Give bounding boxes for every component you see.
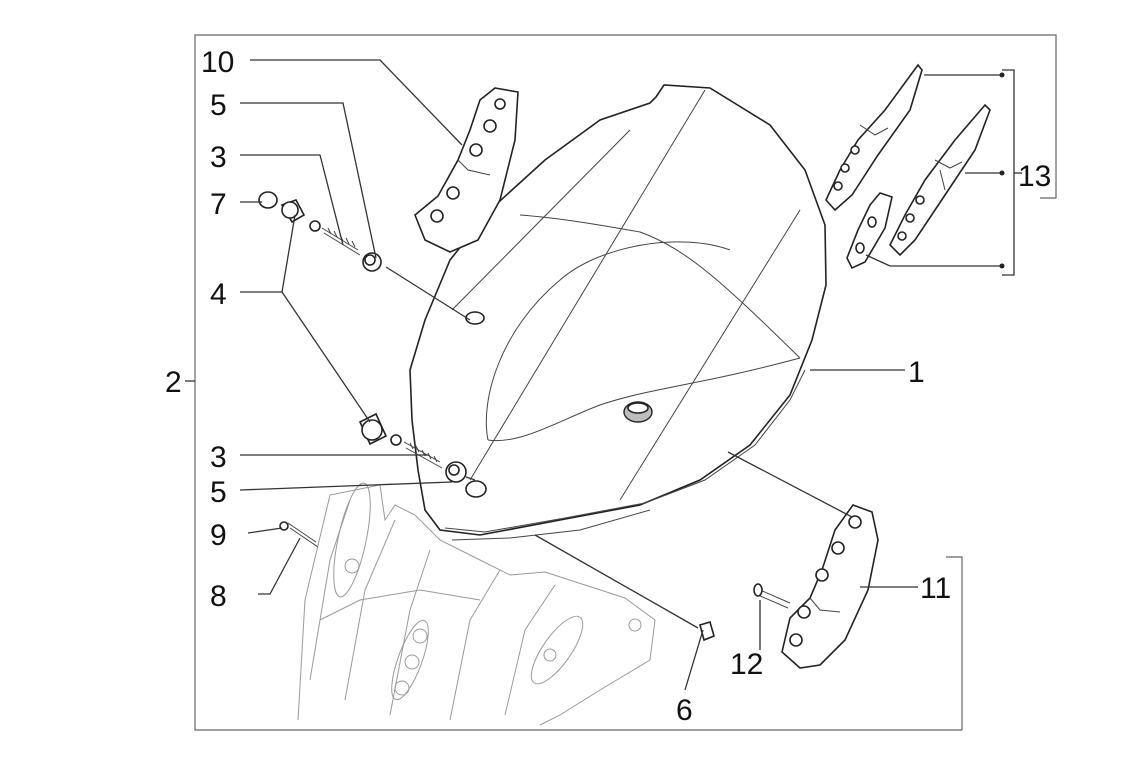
callout-11: 11	[920, 572, 951, 605]
callout-12: 12	[730, 648, 763, 681]
callout-3-upper: 3	[210, 141, 227, 174]
callout-13: 13	[1018, 160, 1051, 193]
callout-2: 2	[165, 366, 182, 399]
callout-8: 8	[210, 580, 227, 613]
upper-mount-hardware	[258, 191, 382, 272]
bracket-part-11	[781, 504, 879, 669]
callout-5-lower: 5	[210, 476, 227, 509]
callout-7: 7	[210, 188, 227, 221]
callout-4: 4	[210, 278, 227, 311]
callout-3-lower: 3	[210, 441, 227, 474]
front-shield-ghost	[297, 482, 656, 726]
windscreen-part-1	[409, 84, 827, 541]
callout-labels: 10 5 3 7 4 2 3 5 9 8 1 11 12 6 13	[165, 46, 1051, 727]
lower-mount-hardware	[279, 412, 791, 642]
leader-lines	[185, 59, 1022, 691]
callout-6: 6	[676, 694, 693, 727]
callout-5-upper: 5	[210, 89, 227, 122]
callout-1: 1	[908, 356, 925, 389]
assembly-frame	[194, 34, 1057, 731]
mount-plates-part-13	[825, 63, 991, 270]
callout-10: 10	[201, 46, 234, 79]
callout-9: 9	[210, 519, 227, 552]
bracket-part-10	[414, 87, 519, 253]
